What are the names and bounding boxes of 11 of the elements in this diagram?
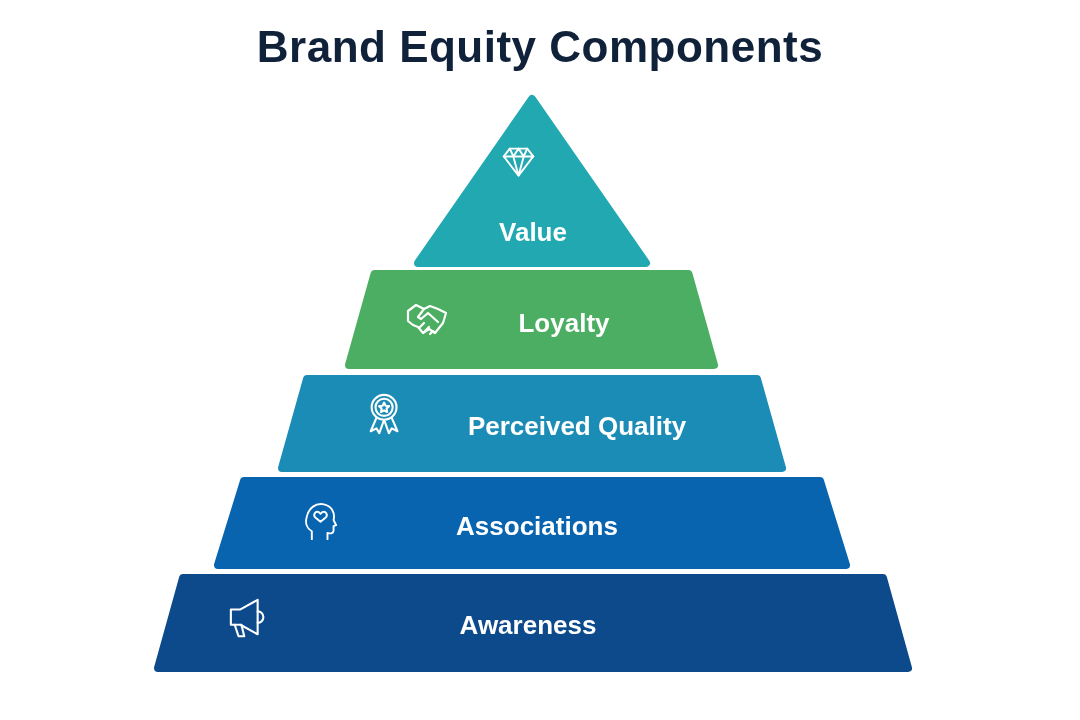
pyramid-level <box>154 574 912 672</box>
level-label: Perceived Quality <box>467 410 687 442</box>
pyramid-level <box>414 95 650 267</box>
pyramid-level <box>345 270 718 369</box>
level-label: Loyalty <box>518 307 610 339</box>
title: Brand Equity Components <box>255 22 825 72</box>
level-label: Associations <box>456 510 618 542</box>
level-label: Awareness <box>459 609 597 641</box>
pyramid-level <box>214 477 850 569</box>
level-label: Value <box>499 216 567 248</box>
pyramid-level <box>278 375 786 472</box>
